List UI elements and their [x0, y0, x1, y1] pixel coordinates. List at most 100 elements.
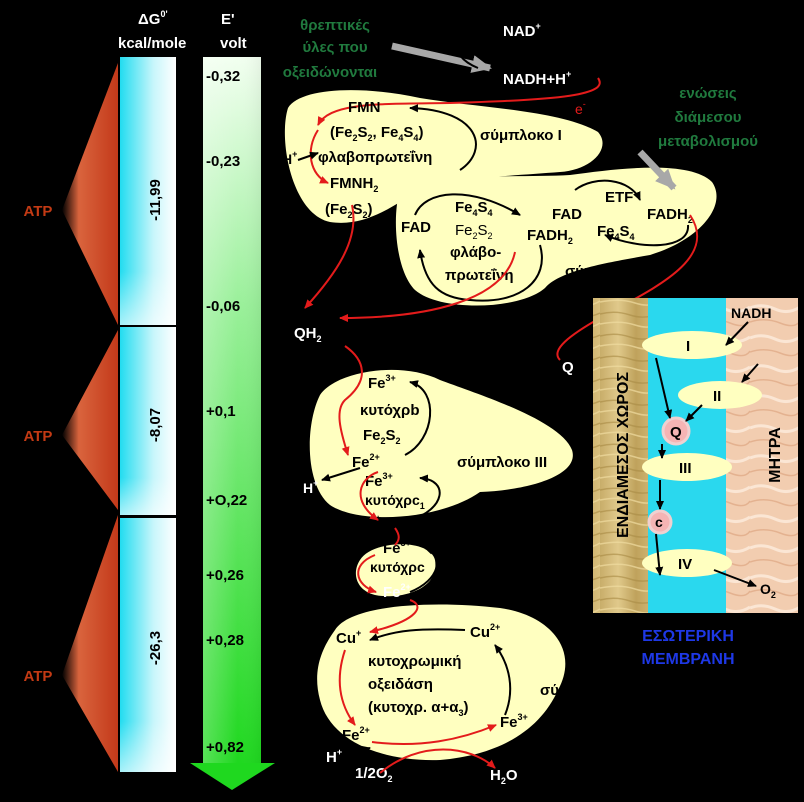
flavoprotein-ii-line-1: φλάβο-: [450, 244, 501, 261]
potential-1: -0,32: [206, 68, 240, 85]
cyt-oxidase-line-2: οξειδάση: [368, 676, 433, 693]
cytc-black-arrow: [409, 546, 438, 593]
c1-to-c-arrow: [394, 527, 400, 546]
flavoprotein-ii-line-2: πρωτεΐνη: [445, 267, 514, 284]
matrix-label: ΜΗΤΡΑ: [767, 427, 784, 483]
atp-label-1: ATP: [24, 203, 53, 220]
fe2s2-iii-label: Fe2S2: [363, 427, 401, 446]
delta-g-column: [120, 57, 176, 772]
delta-g-unit: kcal/mole: [118, 35, 186, 52]
fe4s4-label: Fe4S4: [455, 199, 493, 218]
membrane-inset: ΕΝΔΙΑΜΕΣΟΣ ΧΩΡΟΣ ΜΗΤΡΑ NADH I II Q III c…: [593, 298, 798, 613]
inset-c-circle: [647, 509, 673, 535]
proton-arrow-1: [297, 151, 319, 161]
complex-2-blob: [395, 167, 717, 306]
q-label: Q: [562, 359, 574, 376]
complex-3-c1-black-arrow: [409, 474, 441, 521]
inset-nadh-arrow: [725, 321, 749, 346]
complex-3-blob: [309, 369, 573, 518]
delta-g-value-2: -8,07: [147, 408, 164, 442]
inset-c-label: c: [655, 514, 663, 530]
arrow-head: [190, 763, 275, 790]
fe2s2-ii-label: Fe2S2: [455, 222, 493, 241]
complex-2-bottom-arrow: [417, 244, 543, 302]
oxygen-label: 1/2O2: [355, 765, 393, 784]
fmn-label: FMN: [348, 99, 381, 116]
inset-complex-2: [678, 381, 762, 409]
complex-blobs: [284, 90, 717, 761]
inset-c-to-iv-arrow: [655, 533, 664, 576]
cyt-oxidase-line-3: (κυτοχρ. α+α3): [368, 699, 468, 718]
potential-7: +0,28: [206, 632, 244, 649]
qh2-label: QH2: [294, 325, 322, 344]
fe2-complex-4-label: Fe2+: [342, 725, 370, 744]
nutrients-line-2: ύλες που: [302, 39, 367, 56]
fe2-cytc1-label: Fe2+: [353, 513, 381, 532]
complex-3-b-arrow: [404, 380, 432, 456]
nad-cycle-left-arrow: [455, 20, 491, 69]
inset-iv-to-o2-arrow: [713, 569, 757, 587]
inset-complex-2-label: II: [713, 388, 721, 405]
complex-1-blob: [284, 90, 603, 223]
electron-label: e-: [575, 99, 586, 117]
fmnh2-label: FMNH2: [330, 175, 378, 194]
cyt-oxidase-line-1: κυτοχρωμική: [368, 653, 461, 670]
inset-complex-1: [642, 331, 742, 359]
nadh-electron-arrow: [317, 77, 601, 126]
proton-arrow-3: [321, 467, 361, 482]
fe3-cytb-label: Fe3+: [368, 373, 396, 392]
cytochrome-c-blob: [355, 544, 436, 597]
complex-2-label: σύμπλοκο ΙΙ: [565, 263, 651, 280]
e-prime-unit: volt: [220, 35, 247, 52]
complex-3-label: σύμπλοκο ΙΙΙ: [457, 454, 547, 471]
nutrients-arrow: [391, 42, 492, 73]
atp-triangle-2: [62, 330, 118, 510]
inset-complex-1-label: I: [686, 338, 690, 355]
water-label: H2O: [490, 767, 518, 786]
inset-complex-4-label: IV: [678, 556, 692, 573]
cytochrome-c-label: κυτόχρc: [370, 559, 425, 575]
complex-1-return-arrow: [409, 104, 477, 171]
complex-1-to-qh2-arrow: [304, 204, 355, 309]
inner-membrane-caption-1: ΕΣΩΤΕΡΙΚΗ: [642, 628, 734, 645]
inset-o2-label: O2: [760, 581, 776, 600]
cu-to-fe-red-arrow: [338, 649, 356, 726]
flavoprotein-label: φλαβοπρωτεΐνη: [318, 149, 432, 166]
potential-2: -0,23: [206, 153, 240, 170]
atp-triangle-1: [62, 63, 118, 325]
proton-label-3: H+: [303, 478, 318, 496]
fe2s2-label: (Fe2S2): [325, 201, 373, 220]
proton-arrow-4: [339, 745, 371, 756]
intermediate-line-2: διάμεσου: [675, 109, 742, 126]
inset-q-circle: [661, 416, 691, 446]
proton-label-1: H+: [282, 149, 297, 167]
atp-label-2: ATP: [24, 428, 53, 445]
complex-1-reduction-arrow: [309, 129, 329, 184]
delta-g-symbol: ΔG0': [138, 9, 168, 28]
inset-complex-3: [642, 453, 732, 481]
fe-to-cu-black-arrow: [494, 644, 512, 716]
proton-label-4: H+: [326, 747, 342, 766]
complex-2-top-arrow: [414, 193, 521, 216]
matrix: [726, 298, 798, 613]
intermembrane-label: ΕΝΔΙΑΜΕΣΟΣ ΧΩΡΟΣ: [615, 372, 632, 538]
inset-ii-to-q-arrow: [685, 404, 703, 422]
fe2-cytb-label: Fe2+: [352, 452, 380, 471]
oxygen-to-water-arrow: [379, 748, 496, 774]
atp-triangle-3: [62, 515, 118, 772]
fe2-cytc-label: Fe2+: [383, 582, 411, 601]
potential-3: -0,06: [206, 298, 240, 315]
potential-6: +0,26: [206, 567, 244, 584]
delta-g-value-3: -26,3: [147, 631, 164, 665]
inset-q-label: Q: [670, 424, 682, 441]
etf-bottom-arrow: [604, 224, 690, 247]
cu2-to-cu-arrow: [369, 628, 466, 641]
qh2-to-q-arrow: [332, 339, 553, 374]
fe-s-cluster-label: (Fe2S2, Fe4S4): [330, 124, 423, 143]
potential-5: +O,22: [206, 492, 247, 509]
potential-8: +0,82: [206, 739, 244, 756]
atp-label-3: ATP: [24, 668, 53, 685]
complex-2-to-qh2-arrow: [339, 251, 516, 322]
etf-label: ETF: [605, 189, 633, 206]
